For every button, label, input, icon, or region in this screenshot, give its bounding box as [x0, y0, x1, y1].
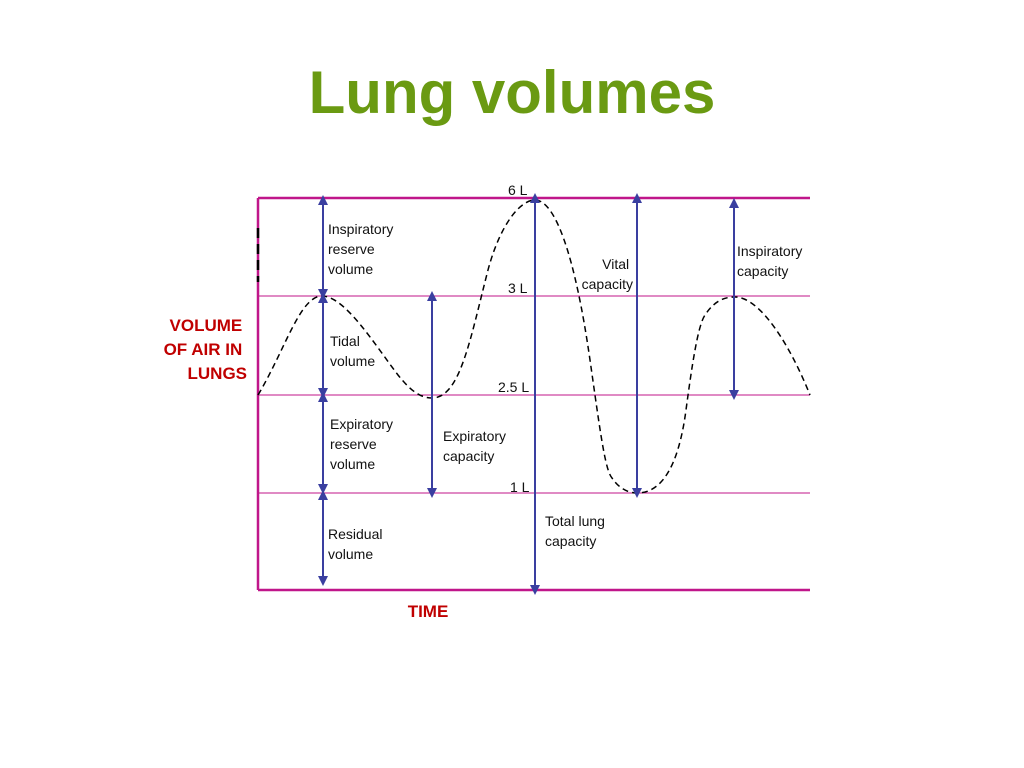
total-lung-capacity-label: Total lung capacity — [545, 513, 609, 549]
inspiratory-capacity-label: Inspiratory capacity — [737, 243, 806, 279]
vital-capacity-label: Vital capacity — [582, 256, 633, 292]
irv-label: Inspiratory reserve volume — [328, 221, 397, 277]
x-axis-label: TIME — [408, 602, 449, 621]
level-label-2-5l: 2.5 L — [498, 379, 529, 395]
level-label-6l: 6 L — [508, 182, 528, 198]
expiratory-capacity-label: Expiratory capacity — [443, 428, 510, 464]
volume-arrows — [318, 193, 739, 595]
level-label-3l: 3 L — [508, 280, 528, 296]
slide-title: Lung volumes — [308, 59, 716, 126]
y-axis-label: VOLUME OF AIR IN LUNGS — [164, 316, 247, 383]
residual-label: Residual volume — [328, 526, 386, 562]
tidal-label: Tidal volume — [330, 333, 375, 369]
erv-label: Expiratory reserve volume — [330, 416, 397, 472]
breathing-curve — [257, 199, 811, 494]
level-label-1l: 1 L — [510, 479, 530, 495]
